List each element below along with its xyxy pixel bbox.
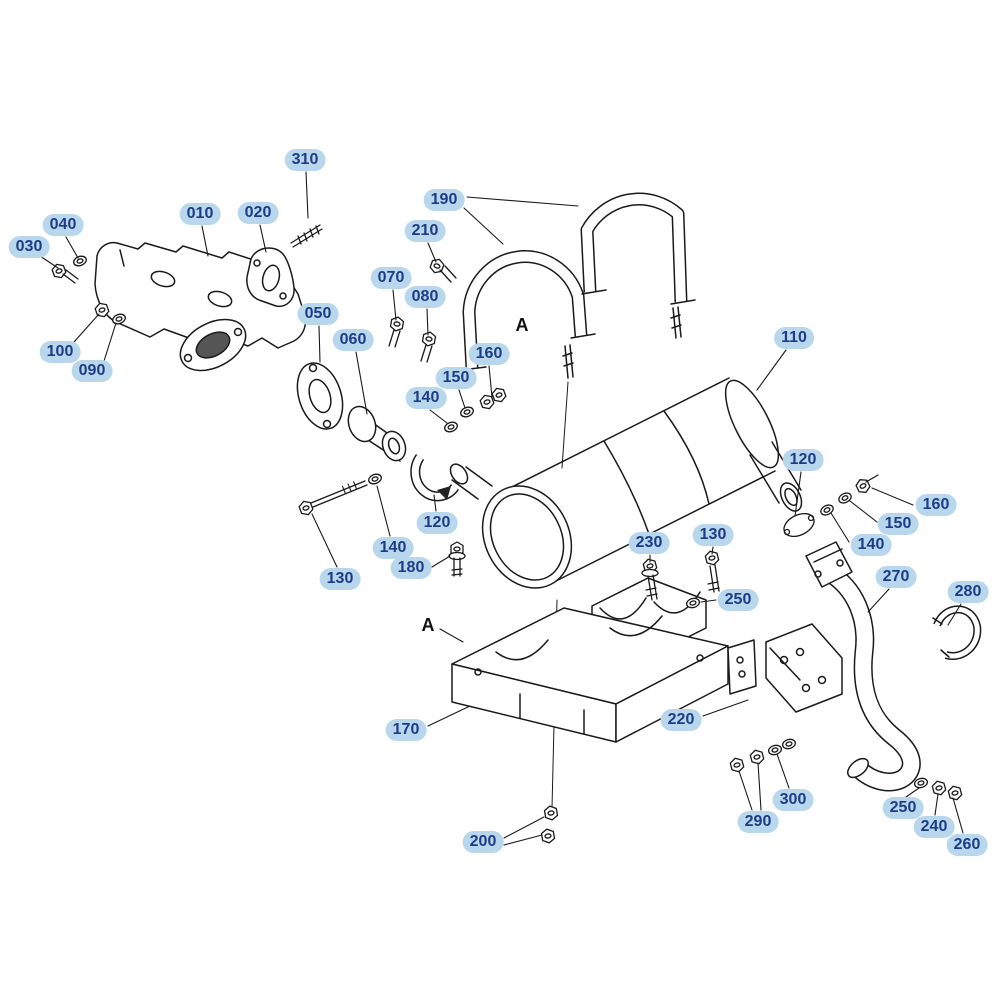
manifold-fasteners	[50, 253, 128, 327]
bracket-fasteners	[728, 737, 798, 774]
part-label-080-8[interactable]: 080	[404, 286, 446, 308]
part-label-230-22[interactable]: 230	[628, 532, 670, 554]
part-label-090-14[interactable]: 090	[71, 360, 113, 382]
part-label-130-27[interactable]: 130	[319, 568, 361, 590]
manifold-gasket	[246, 247, 295, 308]
inlet-pipe	[347, 405, 407, 462]
part-label-040-4[interactable]: 040	[42, 214, 84, 236]
mount-nuts	[540, 804, 559, 845]
part-label-100-12[interactable]: 100	[39, 341, 81, 363]
part-label-070-7[interactable]: 070	[370, 267, 412, 289]
support-bracket	[765, 623, 843, 713]
part-label-200-36[interactable]: 200	[462, 831, 504, 853]
leader-lines	[39, 171, 964, 846]
part-label-140-23[interactable]: 140	[850, 534, 892, 556]
clamp-bolt-long	[297, 471, 384, 518]
part-label-150-15[interactable]: 150	[435, 367, 477, 389]
part-label-020-3[interactable]: 020	[237, 202, 279, 224]
stud-bolt	[290, 224, 323, 248]
part-label-120-17[interactable]: 120	[782, 449, 824, 471]
part-label-150-20[interactable]: 150	[877, 513, 919, 535]
part-label-250-33[interactable]: 250	[882, 797, 924, 819]
part-label-210-5[interactable]: 210	[404, 220, 446, 242]
part-label-120-19[interactable]: 120	[416, 512, 458, 534]
u-bolt	[932, 605, 982, 660]
part-label-300-32[interactable]: 300	[772, 789, 814, 811]
part-label-170-30[interactable]: 170	[385, 719, 427, 741]
pipe-gasket	[296, 362, 344, 430]
part-label-030-6[interactable]: 030	[8, 236, 50, 258]
mounting-base-plate	[451, 607, 757, 743]
part-label-310-0[interactable]: 310	[284, 149, 326, 171]
clamp-bolts	[388, 256, 457, 363]
alignment-centerline	[551, 381, 569, 809]
part-label-110-10[interactable]: 110	[774, 327, 814, 349]
ubolt-fasteners	[912, 776, 964, 802]
part-label-050-9[interactable]: 050	[297, 303, 339, 325]
part-label-270-26[interactable]: 270	[875, 566, 917, 588]
part-label-290-34[interactable]: 290	[737, 811, 779, 833]
tail-pipe	[805, 541, 921, 792]
muffler-body	[449, 377, 803, 589]
part-label-240-35[interactable]: 240	[913, 816, 955, 838]
part-label-280-28[interactable]: 280	[947, 581, 989, 603]
washer-nut-row-top	[442, 385, 508, 435]
part-label-160-13[interactable]: 160	[468, 343, 510, 365]
muffler-clamp-right	[580, 192, 696, 339]
part-label-160-18[interactable]: 160	[915, 494, 957, 516]
part-label-060-11[interactable]: 060	[332, 329, 374, 351]
section-marker-a-1: A	[421, 615, 435, 635]
part-label-220-31[interactable]: 220	[660, 709, 702, 731]
part-label-140-16[interactable]: 140	[405, 387, 447, 409]
muffler-clamp-left	[461, 250, 596, 379]
section-marker-a-0: A	[515, 315, 529, 335]
pipe-clamp-left	[410, 454, 460, 502]
part-label-190-1[interactable]: 190	[423, 189, 465, 211]
part-label-140-24[interactable]: 140	[372, 537, 414, 559]
part-label-180-25[interactable]: 180	[390, 557, 432, 579]
part-label-010-2[interactable]: 010	[179, 203, 221, 225]
part-label-130-21[interactable]: 130	[692, 524, 734, 546]
part-label-260-37[interactable]: 260	[946, 834, 988, 856]
part-label-250-29[interactable]: 250	[717, 589, 759, 611]
